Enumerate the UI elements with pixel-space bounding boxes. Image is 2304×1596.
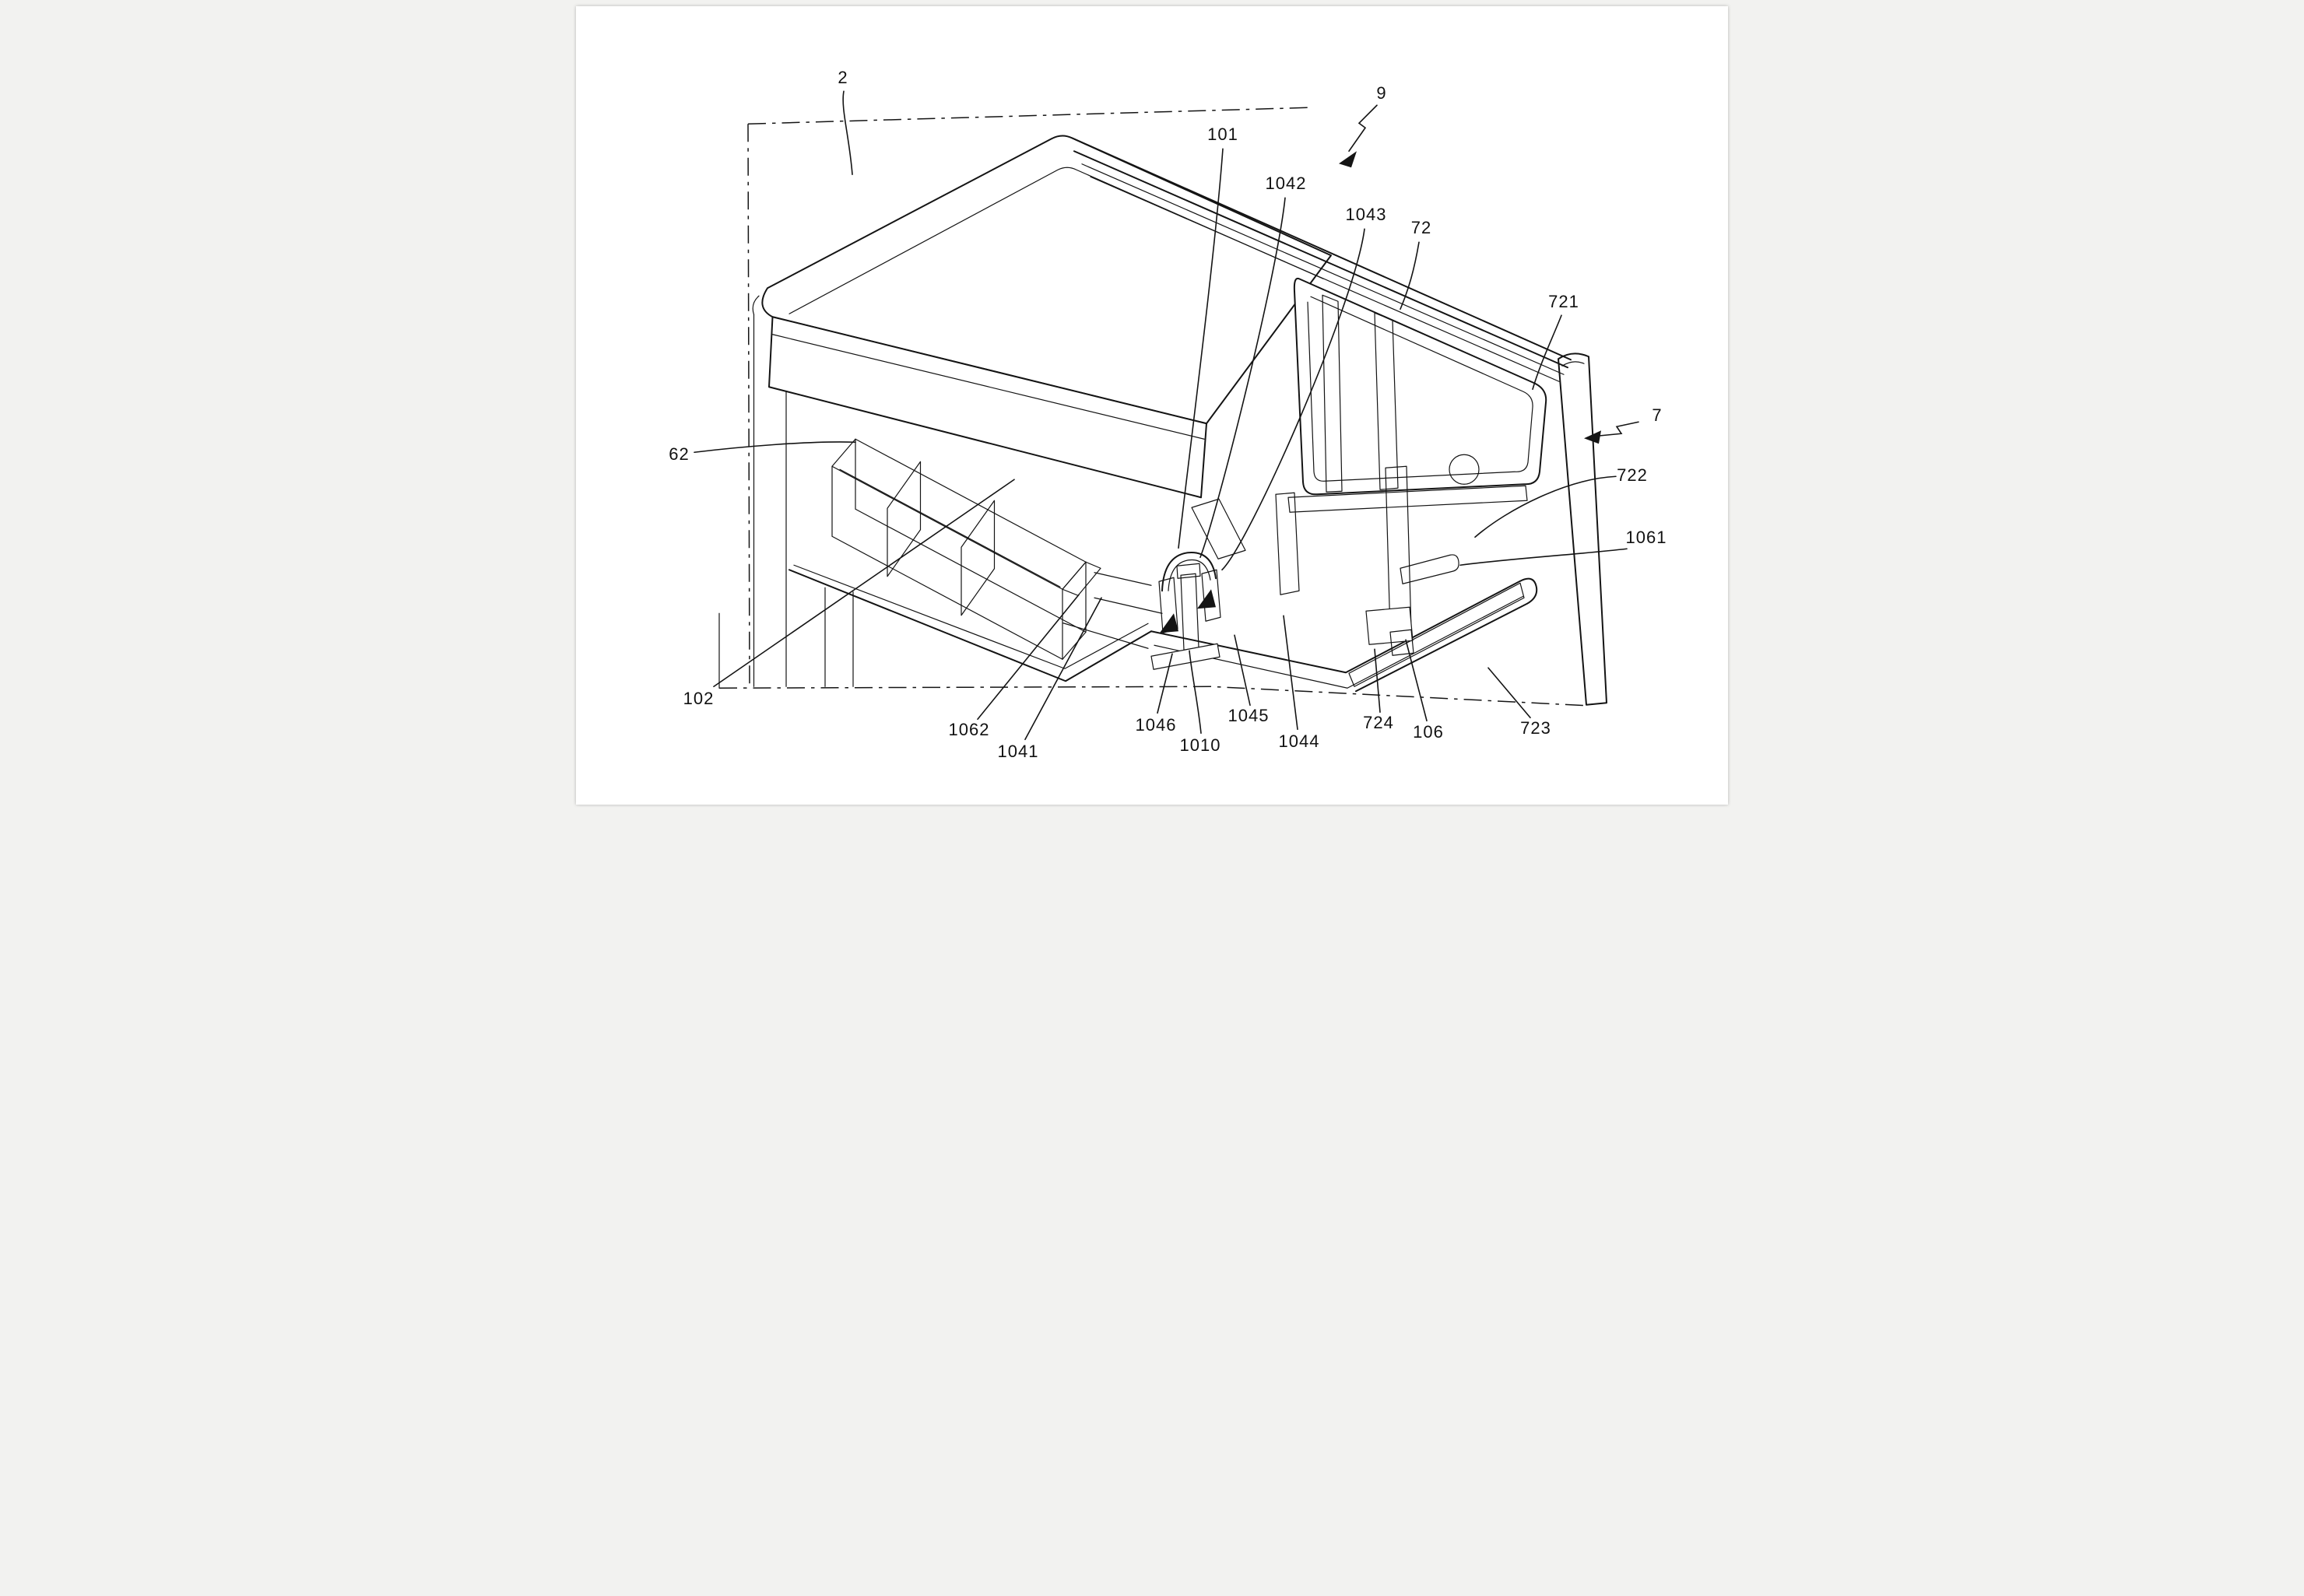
right-end-cap-section bbox=[1558, 353, 1607, 706]
detail-arrow-right-icon bbox=[1197, 589, 1216, 609]
patent-figure-sheet: 2 9 101 1042 1043 72 721 7 722 1061 62 102 1062 1041 1… bbox=[576, 6, 1728, 805]
cabinet-side-and-legs bbox=[718, 295, 854, 689]
ref-label-106: 106 bbox=[1413, 722, 1444, 742]
ref-label-723: 723 bbox=[1520, 718, 1551, 738]
leader-lines bbox=[694, 90, 1628, 741]
frame-window bbox=[1287, 277, 1547, 513]
detail-arrow-left-icon bbox=[1160, 613, 1178, 633]
ref-label-7: 7 bbox=[1652, 405, 1663, 425]
bottom-rail bbox=[1150, 577, 1538, 693]
ref-label-1010: 1010 bbox=[1179, 735, 1221, 755]
ref-label-1062: 1062 bbox=[948, 720, 990, 739]
ref-label-101: 101 bbox=[1207, 125, 1238, 144]
arrow-7-head-icon bbox=[1584, 430, 1601, 444]
arrow-9-shaft bbox=[1348, 104, 1378, 153]
boundary-dashdot-outline bbox=[718, 107, 1587, 707]
top-panel bbox=[761, 135, 1332, 499]
fastener-post-group bbox=[1365, 465, 1459, 656]
pointer-arrows bbox=[1160, 104, 1639, 633]
ref-label-724: 724 bbox=[1363, 713, 1394, 732]
arrow-7-shaft bbox=[1596, 421, 1639, 437]
frame-top-rails bbox=[1071, 137, 1572, 382]
ref-label-1042: 1042 bbox=[1265, 173, 1307, 193]
ref-label-1044: 1044 bbox=[1278, 731, 1320, 751]
ref-label-722: 722 bbox=[1617, 465, 1648, 485]
arrow-9-head-icon bbox=[1339, 151, 1357, 168]
ref-label-102: 102 bbox=[683, 689, 715, 708]
drawer-box bbox=[788, 438, 1152, 682]
ref-label-1045: 1045 bbox=[1228, 706, 1270, 725]
ref-label-1043: 1043 bbox=[1345, 204, 1387, 224]
ref-label-9: 9 bbox=[1376, 83, 1387, 103]
ref-label-721: 721 bbox=[1548, 292, 1579, 311]
figure-drawing bbox=[694, 90, 1639, 741]
ref-label-1061: 1061 bbox=[1625, 528, 1667, 547]
ref-label-72: 72 bbox=[1410, 218, 1432, 237]
ref-label-1041: 1041 bbox=[997, 742, 1039, 761]
clip-detail bbox=[1062, 492, 1300, 670]
ref-label-2: 2 bbox=[838, 67, 848, 87]
ref-label-62: 62 bbox=[669, 444, 690, 464]
ref-label-1046: 1046 bbox=[1135, 715, 1177, 735]
